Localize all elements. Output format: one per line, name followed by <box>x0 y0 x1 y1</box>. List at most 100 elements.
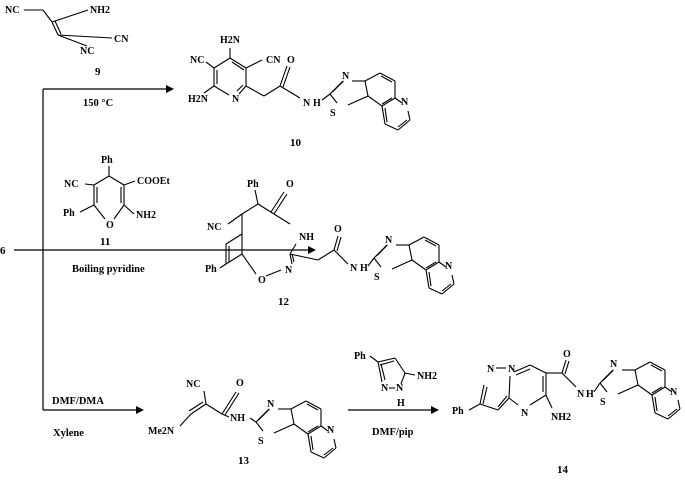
reagent-9-number: 9 <box>95 66 101 78</box>
p10-bond <box>263 85 281 97</box>
p10-atom: S <box>330 108 336 119</box>
p14-bond <box>513 364 531 373</box>
reagent-11-number: 11 <box>100 236 110 248</box>
p14-atom: O <box>563 349 571 360</box>
pyrazole-atom: H <box>397 398 405 409</box>
p10-bond <box>203 85 215 94</box>
p14-bond <box>593 382 601 393</box>
p13-bond <box>188 401 204 412</box>
p12-bond <box>225 253 243 265</box>
p12-bond <box>265 269 282 277</box>
product-12-structure: Ph O NC NH Ph O N O N H N S N <box>205 179 455 295</box>
p13-bond <box>221 391 237 415</box>
p10-thiazoloquinoline <box>329 72 411 131</box>
p14-bond <box>529 394 547 406</box>
r11-bond <box>79 204 95 213</box>
p14-bond <box>561 359 567 374</box>
product-10-structure: H2N NC CN H2N N O N H N S N <box>188 35 411 131</box>
r11-bond <box>108 175 125 186</box>
r11-atom: NC <box>64 179 78 190</box>
condition-route-2: Boiling pyridine <box>72 264 145 275</box>
r11-bond <box>123 204 135 215</box>
p12-bond <box>336 236 342 252</box>
r9-bond <box>51 9 89 23</box>
r11-atom: Ph <box>101 155 113 166</box>
p10-bond <box>205 61 215 69</box>
product-14-structure: Ph N N N NH2 O N H N S N <box>452 349 681 423</box>
p14-bond <box>508 397 519 406</box>
p14-bond <box>479 384 485 405</box>
p12-atom: S <box>374 272 380 283</box>
p12-atom: O <box>286 179 294 190</box>
p13-atom: O <box>236 378 244 389</box>
p10-atom: N <box>232 94 240 105</box>
p13-bond <box>249 417 257 423</box>
product-12-number: 12 <box>278 296 290 308</box>
arrowhead-10 <box>166 85 174 93</box>
p14-bond <box>529 364 547 374</box>
r11-bond <box>113 204 125 220</box>
p10-bond <box>236 84 244 92</box>
p10-bond <box>238 85 247 95</box>
arrowhead-14 <box>431 406 439 414</box>
p13-atom: Me2N <box>148 426 175 437</box>
p12-bond <box>333 235 339 251</box>
r11-bond <box>93 204 106 220</box>
r11-atom: COOEt <box>137 176 170 187</box>
p12-atom: H <box>360 263 368 274</box>
p10-atom: H <box>313 98 321 109</box>
p13-bond <box>179 413 192 427</box>
pyrazole-atom: Ph <box>354 351 366 362</box>
r11-bond <box>93 175 110 186</box>
p10-bond <box>229 57 247 69</box>
p12-atom: Ph <box>247 179 259 190</box>
r9-bond <box>42 9 53 23</box>
arrowhead-13 <box>136 406 144 414</box>
r9-bond <box>57 34 113 39</box>
product-13-number: 13 <box>238 455 250 467</box>
p10-atom: CN <box>266 55 281 66</box>
pyrazole-bond <box>380 363 386 381</box>
p13-bond <box>224 392 240 416</box>
p12-bond <box>317 249 335 261</box>
condition-route-3-above: DMF/DMA <box>52 396 104 407</box>
p10-bond <box>321 93 331 101</box>
r11-atom: O <box>106 220 114 231</box>
p12-bond <box>254 189 259 205</box>
p14-atom: N <box>521 408 529 419</box>
r9-atom-cn: CN <box>114 34 129 45</box>
p14-bond <box>468 403 481 411</box>
p14-atom: N <box>610 359 618 370</box>
p14-atom: S <box>600 397 606 408</box>
p13-atom: N <box>267 399 275 410</box>
p13-atom: NH <box>230 413 245 424</box>
p12-atom: N <box>445 261 453 272</box>
branch-lines <box>14 85 439 414</box>
product-14-number: 14 <box>557 464 569 476</box>
start-compound-label: 6 <box>0 245 6 257</box>
p14-atom: N <box>487 364 495 375</box>
pyrazole-bond <box>369 355 379 363</box>
p12-atom: O <box>334 224 342 235</box>
p12-bond <box>257 203 275 215</box>
p14-bond <box>561 372 577 388</box>
p14-atom: H <box>586 389 594 400</box>
p12-atom: NH <box>299 232 314 243</box>
product-13-structure: NC O Me2N NH N S N <box>148 378 337 459</box>
p14-bond <box>482 386 488 405</box>
p14-bond <box>479 403 499 411</box>
p12-bond <box>333 249 349 265</box>
p12-bond <box>291 253 295 263</box>
p14-bond <box>545 394 553 409</box>
p12-atom: N <box>285 265 293 276</box>
p12-thiazoloquinoline <box>373 236 455 295</box>
p13-bond <box>190 403 207 415</box>
p10-atom: NC <box>190 55 204 66</box>
p12-bond <box>289 243 297 255</box>
pyrazole-bond <box>379 360 395 366</box>
r9-atom-nc-2: NC <box>80 46 94 57</box>
p10-atom: N <box>303 98 311 109</box>
p10-bond <box>245 85 265 97</box>
p10-bond <box>213 57 231 69</box>
